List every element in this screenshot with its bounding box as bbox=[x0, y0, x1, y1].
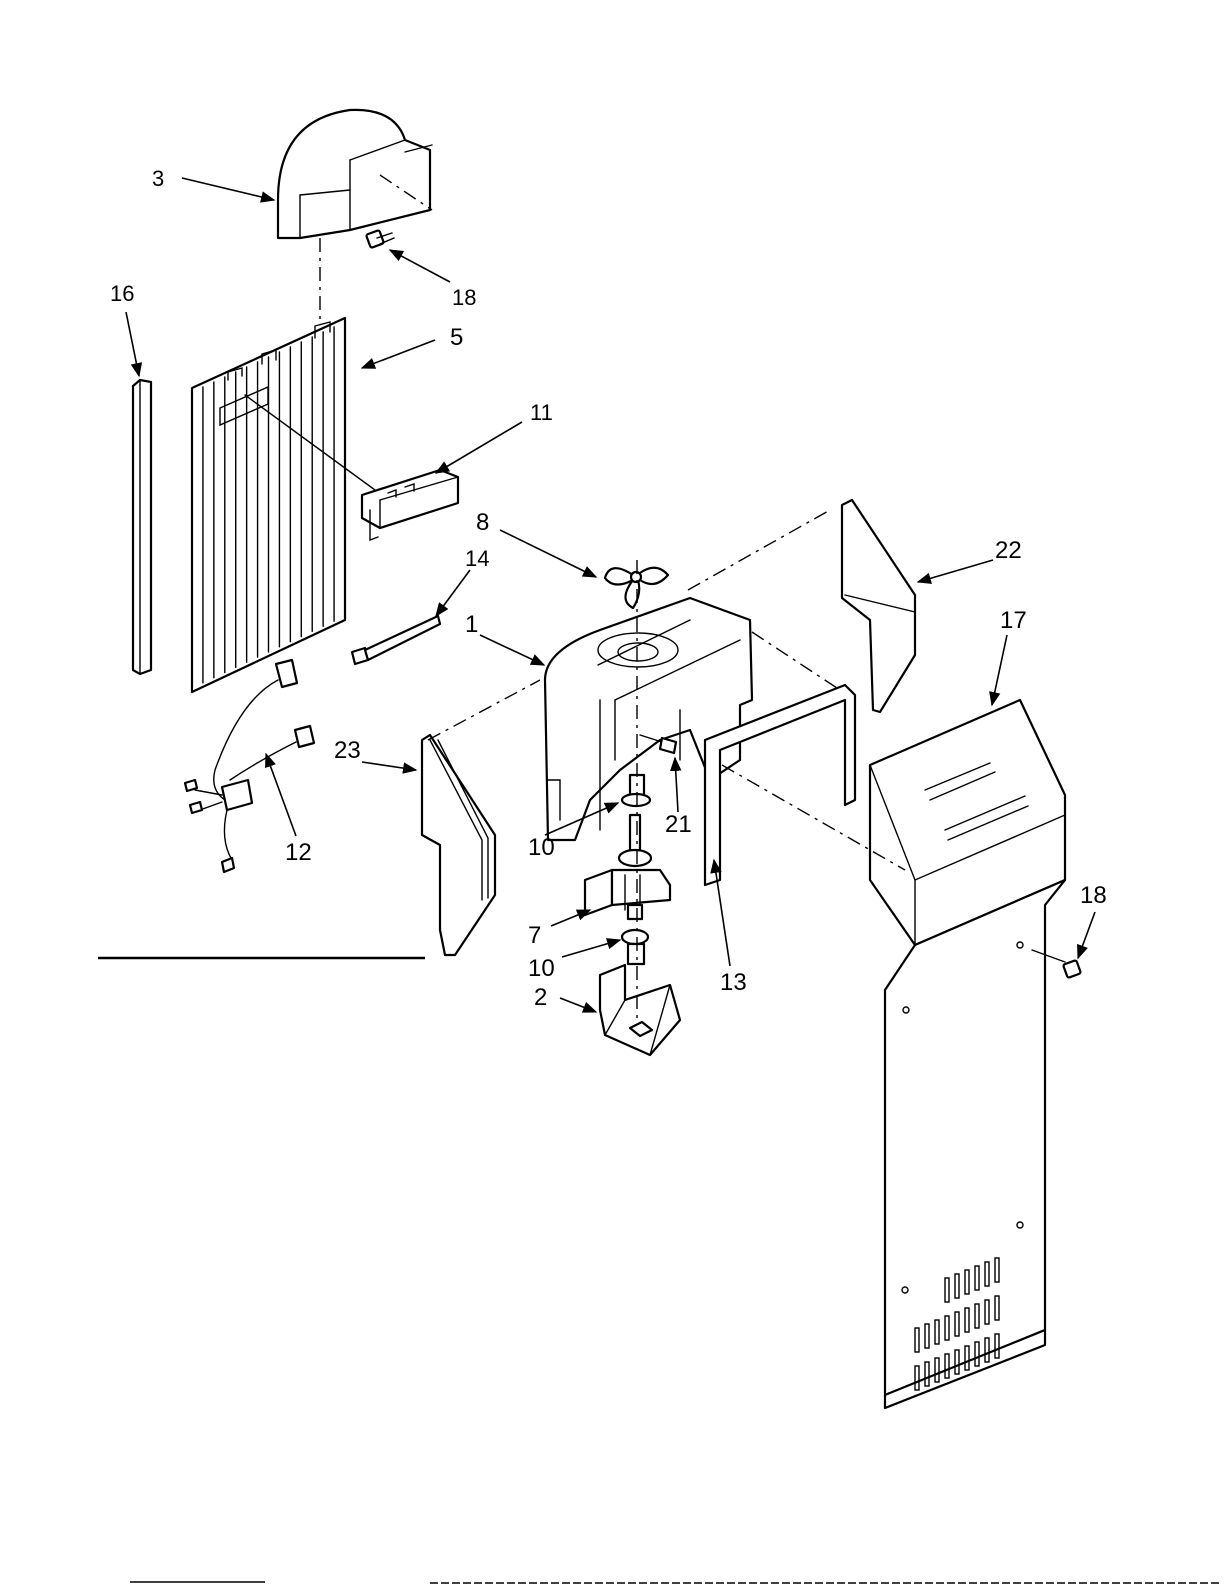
callout-3: 3 bbox=[152, 166, 164, 191]
part-14-cable-tie[interactable] bbox=[352, 616, 440, 664]
part-3-duct-cover[interactable] bbox=[278, 110, 432, 238]
callout-12: 12 bbox=[285, 839, 312, 866]
callout-7: 7 bbox=[528, 922, 541, 949]
part-10-grommet-lower[interactable] bbox=[622, 930, 648, 964]
part-11-bracket[interactable] bbox=[362, 470, 458, 540]
part-22-right-baffle[interactable] bbox=[842, 500, 915, 712]
callout-1: 1 bbox=[465, 611, 478, 638]
callout-21: 21 bbox=[665, 811, 692, 838]
part-10-grommet-upper[interactable] bbox=[622, 775, 650, 806]
callout-10-lower: 10 bbox=[528, 955, 555, 982]
callout-18-right: 18 bbox=[1080, 882, 1107, 909]
part-18-screw-top[interactable] bbox=[366, 230, 394, 248]
part-5-evaporator-cover[interactable] bbox=[192, 318, 345, 692]
alignment-line-23-1 bbox=[428, 680, 540, 740]
callout-5: 5 bbox=[450, 324, 463, 351]
callout-23: 23 bbox=[334, 737, 361, 764]
callout-10-upper: 10 bbox=[528, 834, 555, 861]
callout-11: 11 bbox=[530, 400, 553, 425]
callout-16: 16 bbox=[110, 281, 134, 306]
callout-2: 2 bbox=[534, 984, 547, 1011]
callout-22: 22 bbox=[995, 537, 1022, 564]
part-2-motor-bracket[interactable] bbox=[600, 965, 680, 1055]
part-23-left-baffle[interactable] bbox=[422, 735, 495, 955]
callout-18-top: 18 bbox=[452, 285, 476, 310]
alignment-line-22-1 bbox=[688, 510, 830, 590]
callout-13: 13 bbox=[720, 969, 747, 996]
callout-17: 17 bbox=[1000, 607, 1027, 634]
callout-8: 8 bbox=[476, 509, 489, 536]
callout-14: 14 bbox=[465, 546, 489, 571]
part-17-air-duct-housing[interactable] bbox=[870, 700, 1065, 1408]
part-7-fan-motor[interactable] bbox=[585, 815, 670, 919]
alignment-line-13-1 bbox=[752, 632, 840, 690]
part-16-seal-strip[interactable] bbox=[133, 380, 151, 674]
